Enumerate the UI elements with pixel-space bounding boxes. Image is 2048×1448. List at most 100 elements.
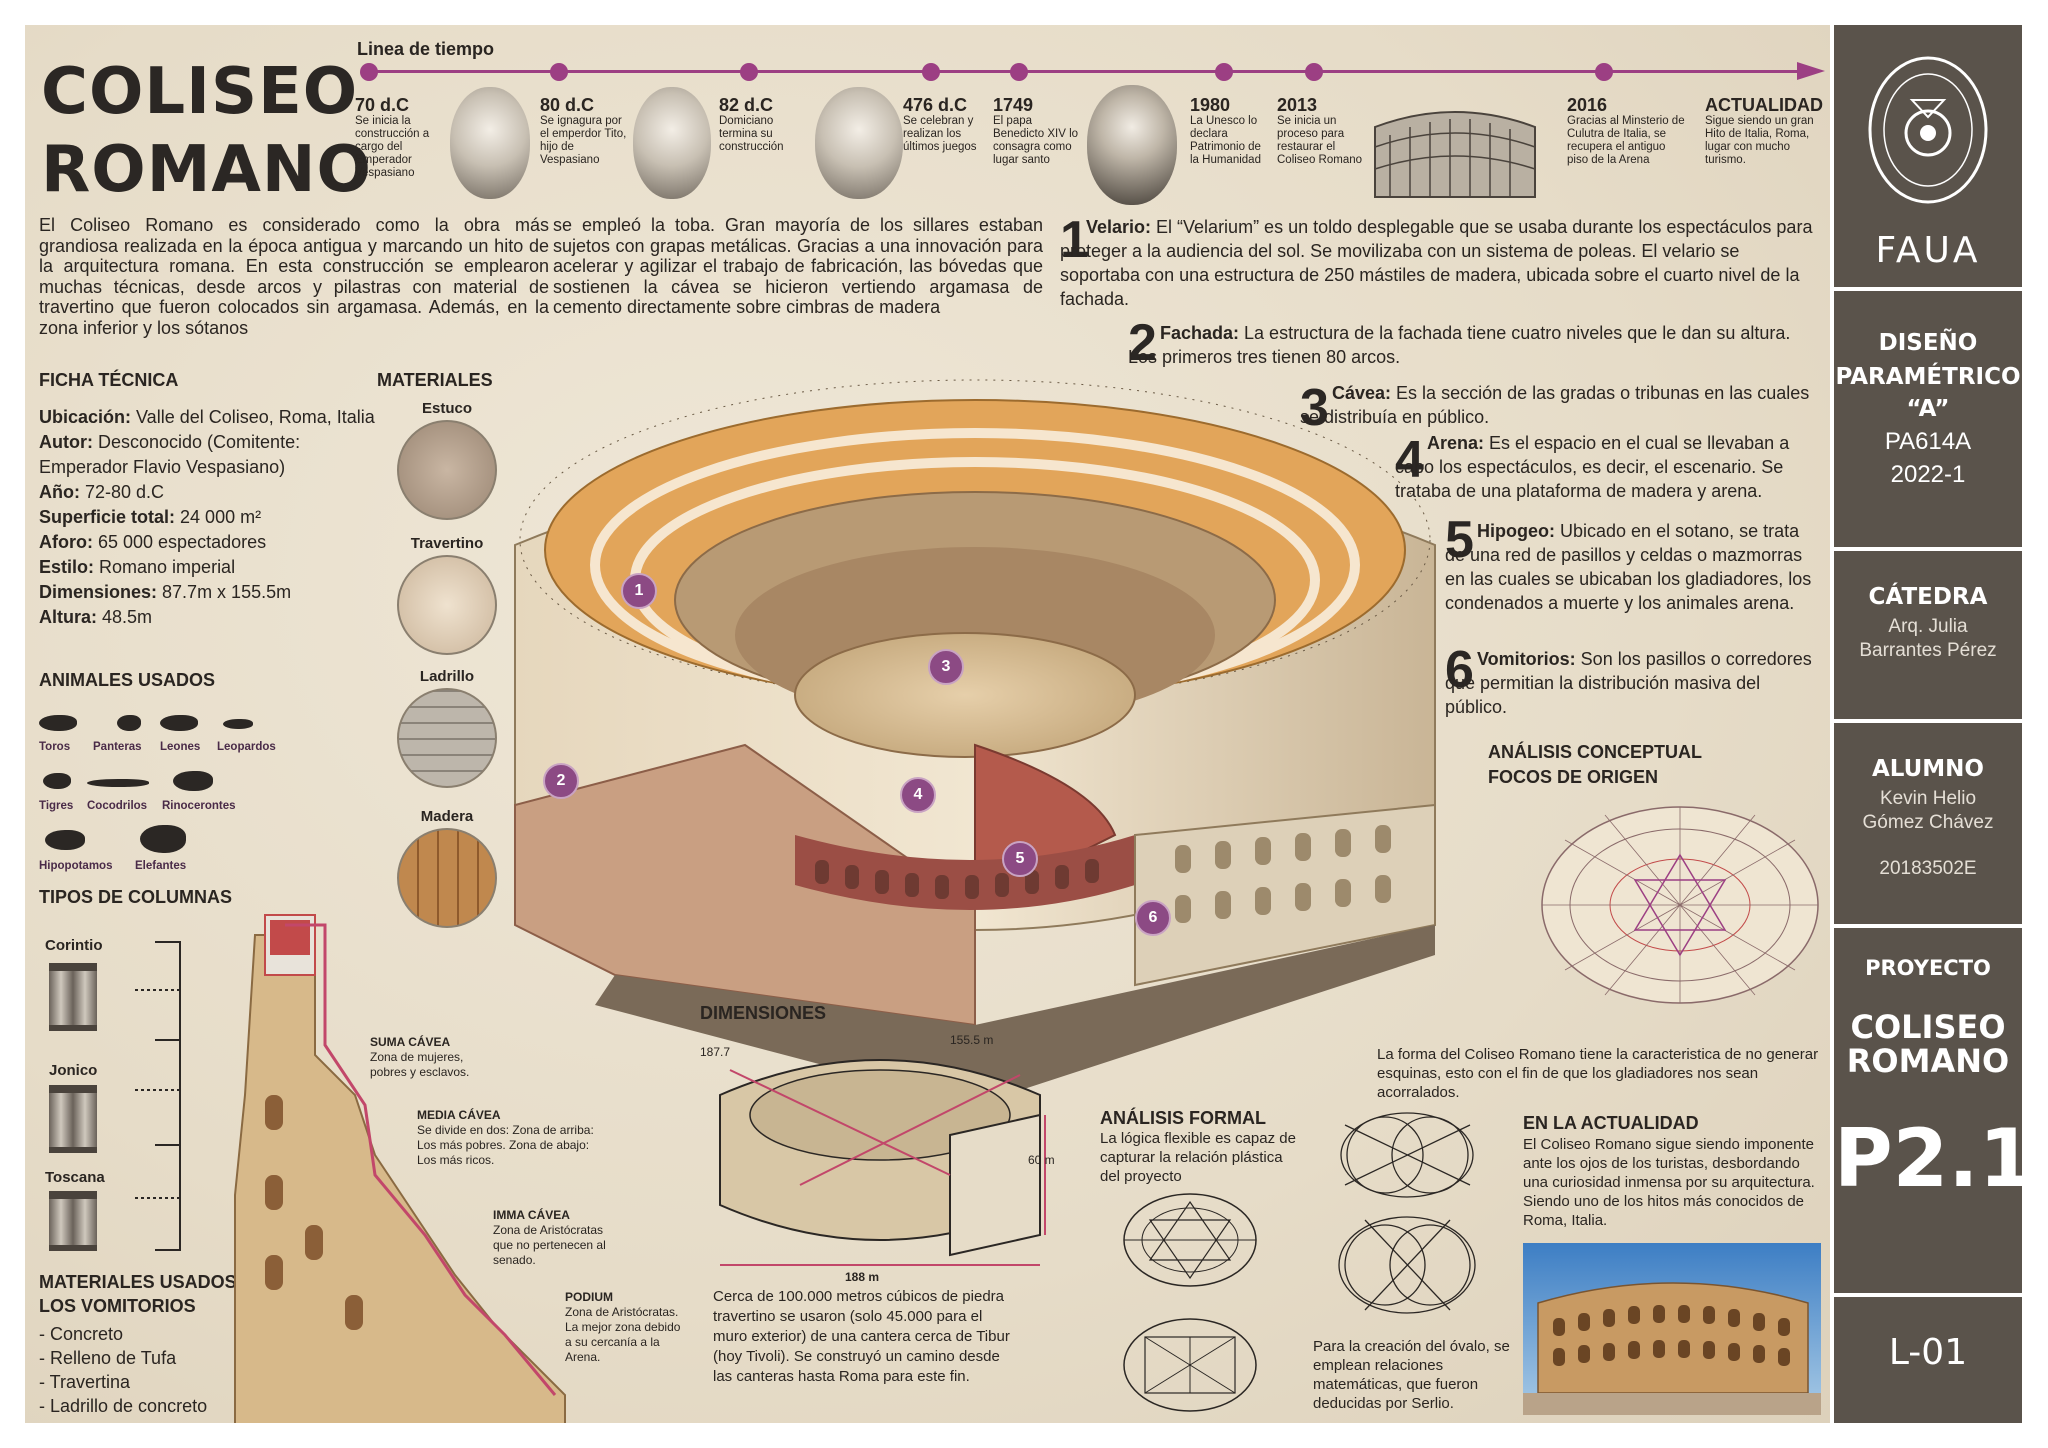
- catedra-section: CÁTEDRA Arq. Julia Barrantes Pérez: [1834, 547, 2022, 719]
- item-number: 2: [1128, 314, 1157, 372]
- domiciano-portrait-icon: [815, 87, 903, 199]
- material-label: Travertino: [410, 535, 484, 552]
- dimensiones-text: Cerca de 100.000 metros cúbicos de piedr…: [713, 1288, 1010, 1385]
- dimension-label: 155.5 m: [950, 1033, 994, 1047]
- item-description: Arena: Es el espacio en el cual se lleva…: [1395, 433, 1790, 501]
- materiales-heading: MATERIALES: [377, 370, 493, 390]
- lion-icon: [160, 715, 198, 731]
- dimensiones-heading: DIMENSIONES: [700, 1003, 827, 1023]
- poster: COLISEO ROMANO Linea de tiempo 70 d.C Se…: [25, 25, 1830, 1423]
- animal-label: Leones: [160, 741, 201, 753]
- item-description: Cávea: Es la sección de las gradas o tri…: [1300, 383, 1810, 427]
- material-label: Estuco: [421, 400, 472, 417]
- item-description: Fachada: La estructura de la fachada tie…: [1128, 323, 1791, 367]
- ladrillo-swatch: [397, 688, 497, 788]
- intro-paragraph: El Coliseo Romano es considerado como la…: [39, 215, 549, 338]
- alumno-section: ALUMNO Kevin Helio Gómez Chávez 20183502…: [1834, 719, 2022, 924]
- ficha-tecnica: Ubicación: Valle del Coliseo, Roma, Ital…: [39, 405, 379, 630]
- timeline-dot: [740, 63, 758, 81]
- intro-paragraph-continued: se empleó la toba. Gran mayoría de los s…: [553, 215, 1043, 317]
- item-number: 1: [1060, 211, 1089, 269]
- project-code: P2.1: [1834, 1112, 2035, 1205]
- vomitorios-list: - Concreto - Relleno de Tufa - Travertin…: [39, 1322, 207, 1418]
- formal-diagram-rectangle: [1123, 1318, 1257, 1412]
- sidebar: FAUA DISEÑO PARAMÉTRICO “A” PA614A 2022-…: [1834, 25, 2035, 1423]
- crocodile-icon: [87, 779, 149, 787]
- timeline-label: Linea de tiempo: [357, 39, 495, 59]
- actualidad-heading: EN LA ACTUALIDAD: [1523, 1113, 1699, 1133]
- item-number: 6: [1445, 641, 1474, 699]
- item-description: Velario: El “Velarium” es un toldo despl…: [1060, 217, 1813, 309]
- coliseum-engraving-icon: [1374, 111, 1536, 198]
- benedicto-portrait-icon: [1087, 85, 1177, 205]
- madera-swatch: [397, 828, 497, 928]
- column-label: Jonico: [49, 1062, 98, 1079]
- animal-label: Cocodrilos: [87, 800, 148, 812]
- vomitorios-heading: MATERIALES USADOS EN LOS VOMITORIOS: [39, 1272, 267, 1316]
- formal-heading: ANÁLISIS FORMAL: [1100, 1108, 1266, 1128]
- material-label: Madera: [420, 808, 474, 825]
- timeline-dot: [1010, 63, 1028, 81]
- ficha-row: Ubicación: Valle del Coliseo, Roma, Ital…: [39, 407, 375, 427]
- focos-de-origen-diagram: [1541, 806, 1819, 1004]
- marker-1: 1: [621, 573, 657, 609]
- columnas-heading: TIPOS DE COLUMNAS: [39, 887, 233, 907]
- actualidad-text: El Coliseo Romano sigue siendo imponente…: [1523, 1136, 1815, 1229]
- coliseum-cutaway-illustration: [514, 379, 1436, 1105]
- item-description: Vomitorios: Son los pasillos o corredore…: [1445, 649, 1812, 717]
- ficha-row: Estilo: Romano imperial: [39, 557, 236, 577]
- hippopotamus-icon: [45, 830, 85, 850]
- timeline-desc: La Unesco lo declara Patrimonio de la Hu…: [1190, 115, 1261, 166]
- ficha-heading: FICHA TÉCNICA: [39, 370, 179, 390]
- timeline-desc: Sigue siendo un gran Hito de Italia, Rom…: [1705, 115, 1814, 166]
- animal-label: Leopardos: [217, 741, 276, 753]
- tito-portrait-icon: [633, 87, 711, 199]
- estuco-swatch: [397, 420, 497, 520]
- forma-text: La forma del Coliseo Romano tiene la car…: [1377, 1046, 1819, 1101]
- animales-heading: ANIMALES USADOS: [39, 670, 216, 690]
- timeline-year: 1980: [1190, 95, 1231, 115]
- timeline-desc: Se inicia la construcción a cargo del Em…: [355, 115, 430, 179]
- list-item: - Ladrillo de concreto: [39, 1396, 208, 1416]
- timeline-dot: [550, 63, 568, 81]
- list-item: - Relleno de Tufa: [39, 1348, 177, 1368]
- panther-icon: [117, 715, 141, 731]
- cavea-section-drawing: [234, 914, 566, 1423]
- leopard-icon: [223, 719, 253, 729]
- timeline-desc: Se ignagura por el emperdor Tito, hijo d…: [540, 115, 627, 166]
- lamina-section: L-01: [1834, 1293, 2022, 1423]
- item-number: 4: [1395, 431, 1424, 489]
- cavea-note: SUMA CÁVEA Zona de mujeres, pobres y esc…: [370, 1035, 470, 1079]
- timeline-desc: Gracias al Minsterio de Culutra de Itali…: [1567, 115, 1685, 166]
- timeline-dot: [1595, 63, 1613, 81]
- timeline-line: [368, 70, 1818, 73]
- timeline-year: 80 d.C: [540, 95, 595, 115]
- timeline-year: 1749: [993, 95, 1034, 115]
- oval-construction-diagram: [1338, 1112, 1476, 1314]
- timeline-year: 476 d.C: [903, 95, 968, 115]
- page-title: COLISEO ROMANO: [41, 55, 372, 207]
- ficha-row: Altura: 48.5m: [39, 607, 153, 627]
- timeline-dot: [360, 63, 378, 81]
- timeline-dot: [1305, 63, 1323, 81]
- dimension-label: 188 m: [845, 1270, 880, 1284]
- marker-4: 4: [900, 777, 936, 813]
- sheet-number: L-01: [1888, 1332, 1968, 1373]
- elephant-icon: [140, 825, 186, 853]
- formal-text: La lógica flexible es capaz de capturar …: [1100, 1130, 1296, 1185]
- dimension-label: 187.7: [700, 1045, 731, 1059]
- university-seal-icon: [1868, 56, 1988, 204]
- proyecto-section: PROYECTO COLISEO ROMANO P2.1: [1834, 924, 2035, 1319]
- course-section: DISEÑO PARAMÉTRICO “A” PA614A 2022-1: [1834, 287, 2022, 547]
- formal-diagram-triangles: [1123, 1193, 1257, 1287]
- rhinoceros-icon: [173, 771, 213, 791]
- corinthian-column-icon: [49, 963, 97, 1031]
- animal-label: Panteras: [93, 741, 142, 753]
- cavea-note: MEDIA CÁVEA Se divide en dos: Zona de ar…: [417, 1108, 594, 1167]
- animal-label: Elefantes: [135, 860, 187, 872]
- timeline-dot: [1215, 63, 1233, 81]
- column-label: Corintio: [45, 937, 103, 954]
- timeline-year: 2013: [1277, 95, 1318, 115]
- cavea-note: IMMA CÁVEA Zona de Aristócratas que no p…: [493, 1208, 606, 1267]
- ficha-row: Superficie total: 24 000 m²: [39, 507, 262, 527]
